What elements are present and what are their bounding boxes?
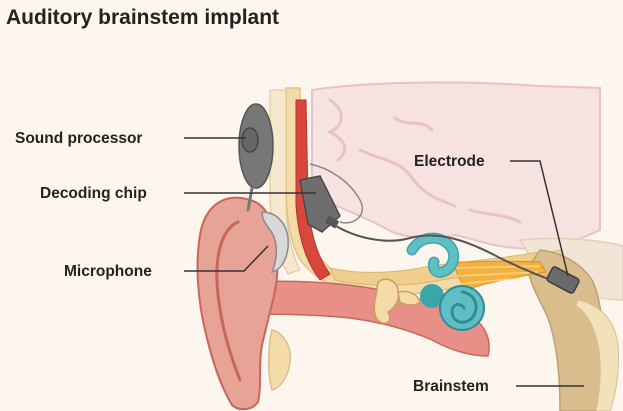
outer-ear-fold [215,220,242,382]
brain-fold-3 [393,116,434,132]
decoding-chip-device[interactable] [299,175,341,233]
microphone-leader-line [184,245,269,272]
microphone-label: Microphone [64,263,152,280]
spinal-column-bone [575,299,619,411]
electrode-lead-wire [335,225,557,283]
electrode-leader-line [510,160,569,277]
electrode-loop-wire [309,163,363,224]
decoding-chip-label: Decoding chip [40,185,147,202]
brain-fold-2 [358,148,457,208]
microphone-device[interactable] [261,211,289,274]
ossicles [373,278,400,324]
ear-canal [238,280,490,357]
sound-processor-label: Sound processor [15,130,142,147]
cochlea [406,232,485,331]
earlobe-cartilage [267,329,291,391]
brain-fold-4 [468,208,522,224]
brainstem-label: Brainstem [413,378,489,395]
figure-title: Auditory brainstem implant [6,6,279,29]
electrode-label: Electrode [414,153,485,170]
brain-fold-1 [326,98,347,162]
ossicles-stapes [397,290,421,306]
sound-processor-device[interactable] [238,103,274,212]
auditory-nerve-fibers [454,265,541,285]
brain-temporal-lobe [311,81,601,250]
